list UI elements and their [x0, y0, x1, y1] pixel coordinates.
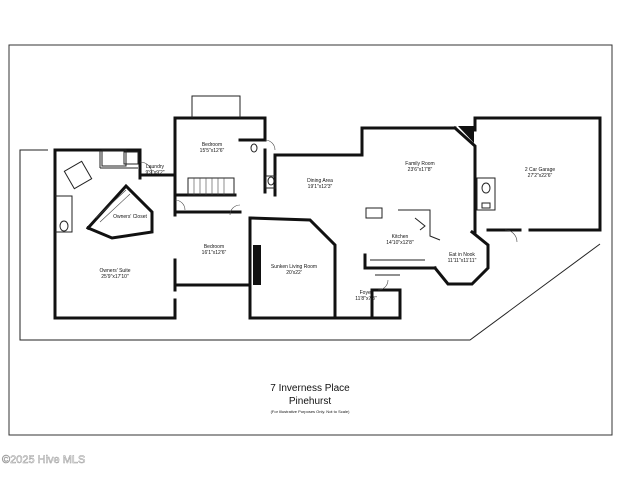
- dim-garage: 27'2"x22'6": [528, 173, 553, 179]
- dim-bedroom-upper: 15'5"x12'6": [200, 148, 225, 154]
- copyright-watermark: ©2025 Hive MLS: [2, 454, 85, 466]
- title-block: 7 Inverness Place Pinehurst (For Illustr…: [270, 383, 350, 414]
- dim-sunken-living: 20'x22': [286, 270, 302, 276]
- label-bedroom-lower: Bedroom: [204, 244, 224, 250]
- label-family: Family Room: [405, 161, 434, 167]
- label-nook: Eat in Nook: [449, 252, 475, 258]
- lot-boundary: [19, 149, 601, 341]
- room-labels: Owners' Suite 25'9"x17'10" Owners' Close…: [100, 142, 556, 302]
- dim-nook: 11'11"x11'11": [448, 258, 477, 264]
- dim-family: 23'6"x17'8": [408, 167, 433, 173]
- dim-bedroom-lower: 16'1"x12'6": [202, 250, 227, 256]
- dim-dining: 19'1"x12'3": [308, 184, 333, 190]
- dim-laundry: 9'9"x9'2": [145, 170, 164, 176]
- label-owners-closet: Owners' Closet: [113, 214, 147, 220]
- door-swings: [139, 139, 518, 291]
- label-laundry: Laundry: [146, 164, 165, 170]
- page-frame: [8, 44, 613, 436]
- label-kitchen: Kitchen: [392, 234, 409, 240]
- dim-kitchen: 14'10"x12'8": [386, 240, 414, 246]
- label-bedroom-upper: Bedroom: [202, 142, 222, 148]
- label-foyer: Foyer: [360, 290, 373, 296]
- fixtures: [59, 143, 277, 232]
- dim-foyer: 11'8"x7'8": [355, 296, 377, 302]
- disclaimer-note: (For Illustrative Purposes Only. Not to …: [271, 409, 351, 414]
- label-owners-suite: Owners' Suite: [100, 268, 131, 274]
- address-line: 7 Inverness Place: [270, 383, 350, 394]
- walls: [53, 95, 602, 320]
- label-garage: 2 Car Garage: [525, 167, 556, 173]
- label-dining: Dining Area: [307, 178, 333, 184]
- label-sunken-living: Sunken Living Room: [271, 264, 317, 270]
- dim-owners-suite: 25'9"x17'10": [101, 274, 129, 280]
- city-line: Pinehurst: [289, 396, 331, 407]
